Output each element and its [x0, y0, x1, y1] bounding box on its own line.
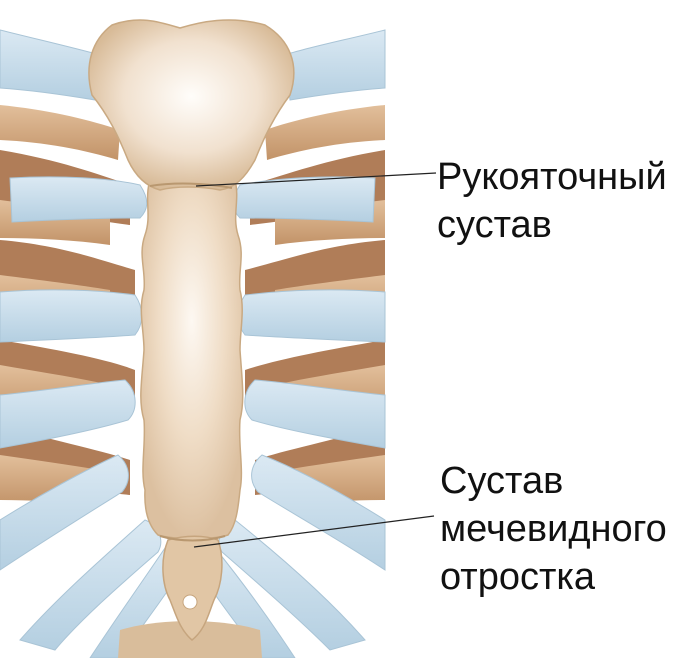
label-line: мечевидного [440, 508, 667, 550]
label-xiphisternal-joint: Сустав мечевидного отростка [440, 457, 667, 601]
label-manubriosternal-joint: Рукояточный сустав [437, 153, 667, 249]
manubrium [88, 19, 295, 191]
cartilage [251, 454, 386, 571]
cartilage [0, 289, 143, 343]
xiphisternal-joint [159, 535, 226, 542]
xiphoid-foramen [182, 594, 198, 610]
label-line: отростка [440, 556, 595, 598]
cartilage [9, 176, 148, 223]
cartilage [237, 289, 386, 343]
label-line: Сустав [440, 460, 564, 502]
cartilage [0, 379, 136, 449]
leader-line-xiphisternal [193, 515, 435, 548]
leader-line-manubriosternal [195, 172, 437, 187]
manubriosternal-joint [149, 182, 233, 189]
cartilage [0, 454, 129, 571]
rib [0, 105, 120, 160]
label-line: Рукояточный [437, 156, 667, 198]
costal-cartilages [0, 29, 386, 658]
lower-bone-fragment [118, 621, 262, 658]
cartilage [232, 176, 376, 223]
rib [265, 105, 385, 160]
label-line: сустав [437, 204, 552, 246]
cartilage [244, 379, 386, 449]
sternum-body [140, 175, 244, 540]
